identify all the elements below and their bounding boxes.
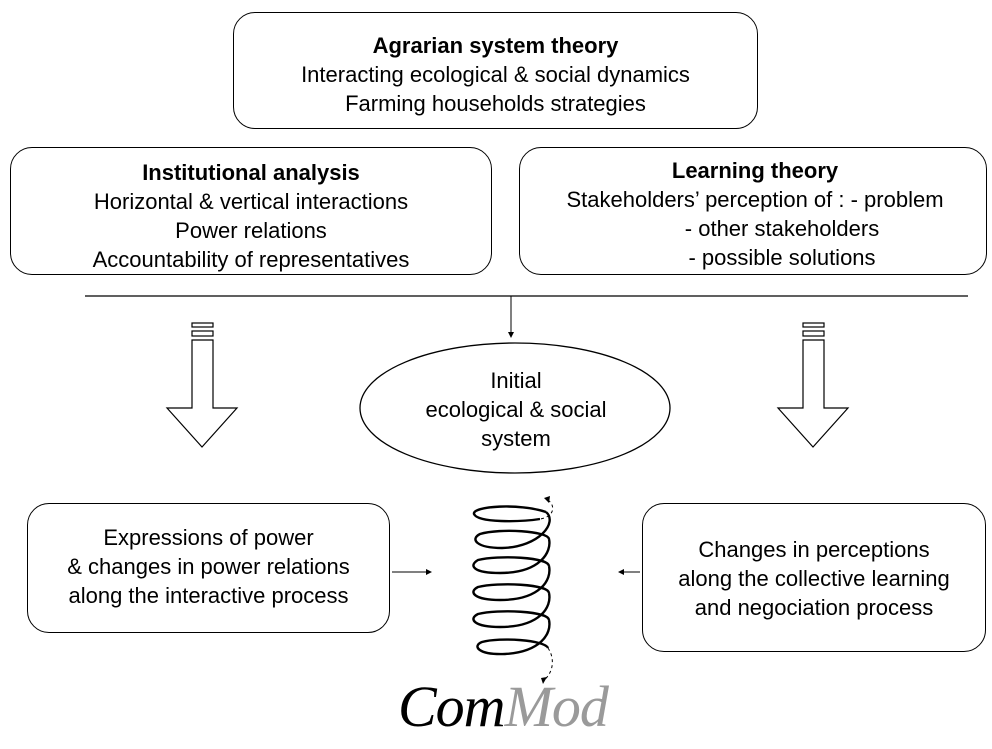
learning-line-2: - other stakeholders [684,216,880,241]
left-to-spiral-arrow [392,569,432,575]
perception-line-3: and negociation process [694,595,934,620]
initial-system-label: Initial ecological & social system [360,366,672,453]
initial-system-ellipse [359,342,671,474]
agrarian-system-theory-box: Agrarian system theory Interacting ecolo… [233,12,758,129]
left-hollow-arrow [165,322,239,448]
initial-line-2: ecological & social [425,397,607,422]
right-to-spiral-arrow [618,569,640,575]
perception-changes-box: Changes in perceptions along the collect… [642,503,986,652]
learning-theory-box: Learning theory Stakeholders’ perception… [519,147,987,275]
center-down-arrow [508,296,514,338]
learning-line-1: Stakeholders’ perception of : - problem [566,187,944,212]
agrarian-line-2: Farming households strategies [345,91,646,116]
logo-part-mod: Mod [504,674,609,739]
perception-line-2: along the collective learning [678,566,950,591]
institutional-line-3: Accountability of representatives [92,247,410,272]
agrarian-title: Agrarian system theory [372,33,619,58]
power-line-1: Expressions of power [103,525,314,550]
agrarian-line-1: Interacting ecological & social dynamics [301,62,690,87]
perception-line-1: Changes in perceptions [698,537,930,562]
institutional-title: Institutional analysis [142,160,360,185]
institutional-analysis-box: Institutional analysis Horizontal & vert… [10,147,492,275]
learning-line-3: - possible solutions [688,245,876,270]
commod-logo: ComMod [398,672,630,742]
institutional-line-1: Horizontal & vertical interactions [93,189,409,214]
learning-title: Learning theory [671,158,839,183]
initial-line-3: system [481,426,551,451]
power-relations-box: Expressions of power & changes in power … [27,503,390,633]
right-hollow-arrow [776,322,850,448]
spiral-helix-icon [472,496,554,684]
logo-part-com: Com [398,674,506,739]
institutional-line-2: Power relations [175,218,327,243]
initial-line-1: Initial [490,368,542,393]
power-line-2: & changes in power relations [67,554,350,579]
power-line-3: along the interactive process [68,583,349,608]
